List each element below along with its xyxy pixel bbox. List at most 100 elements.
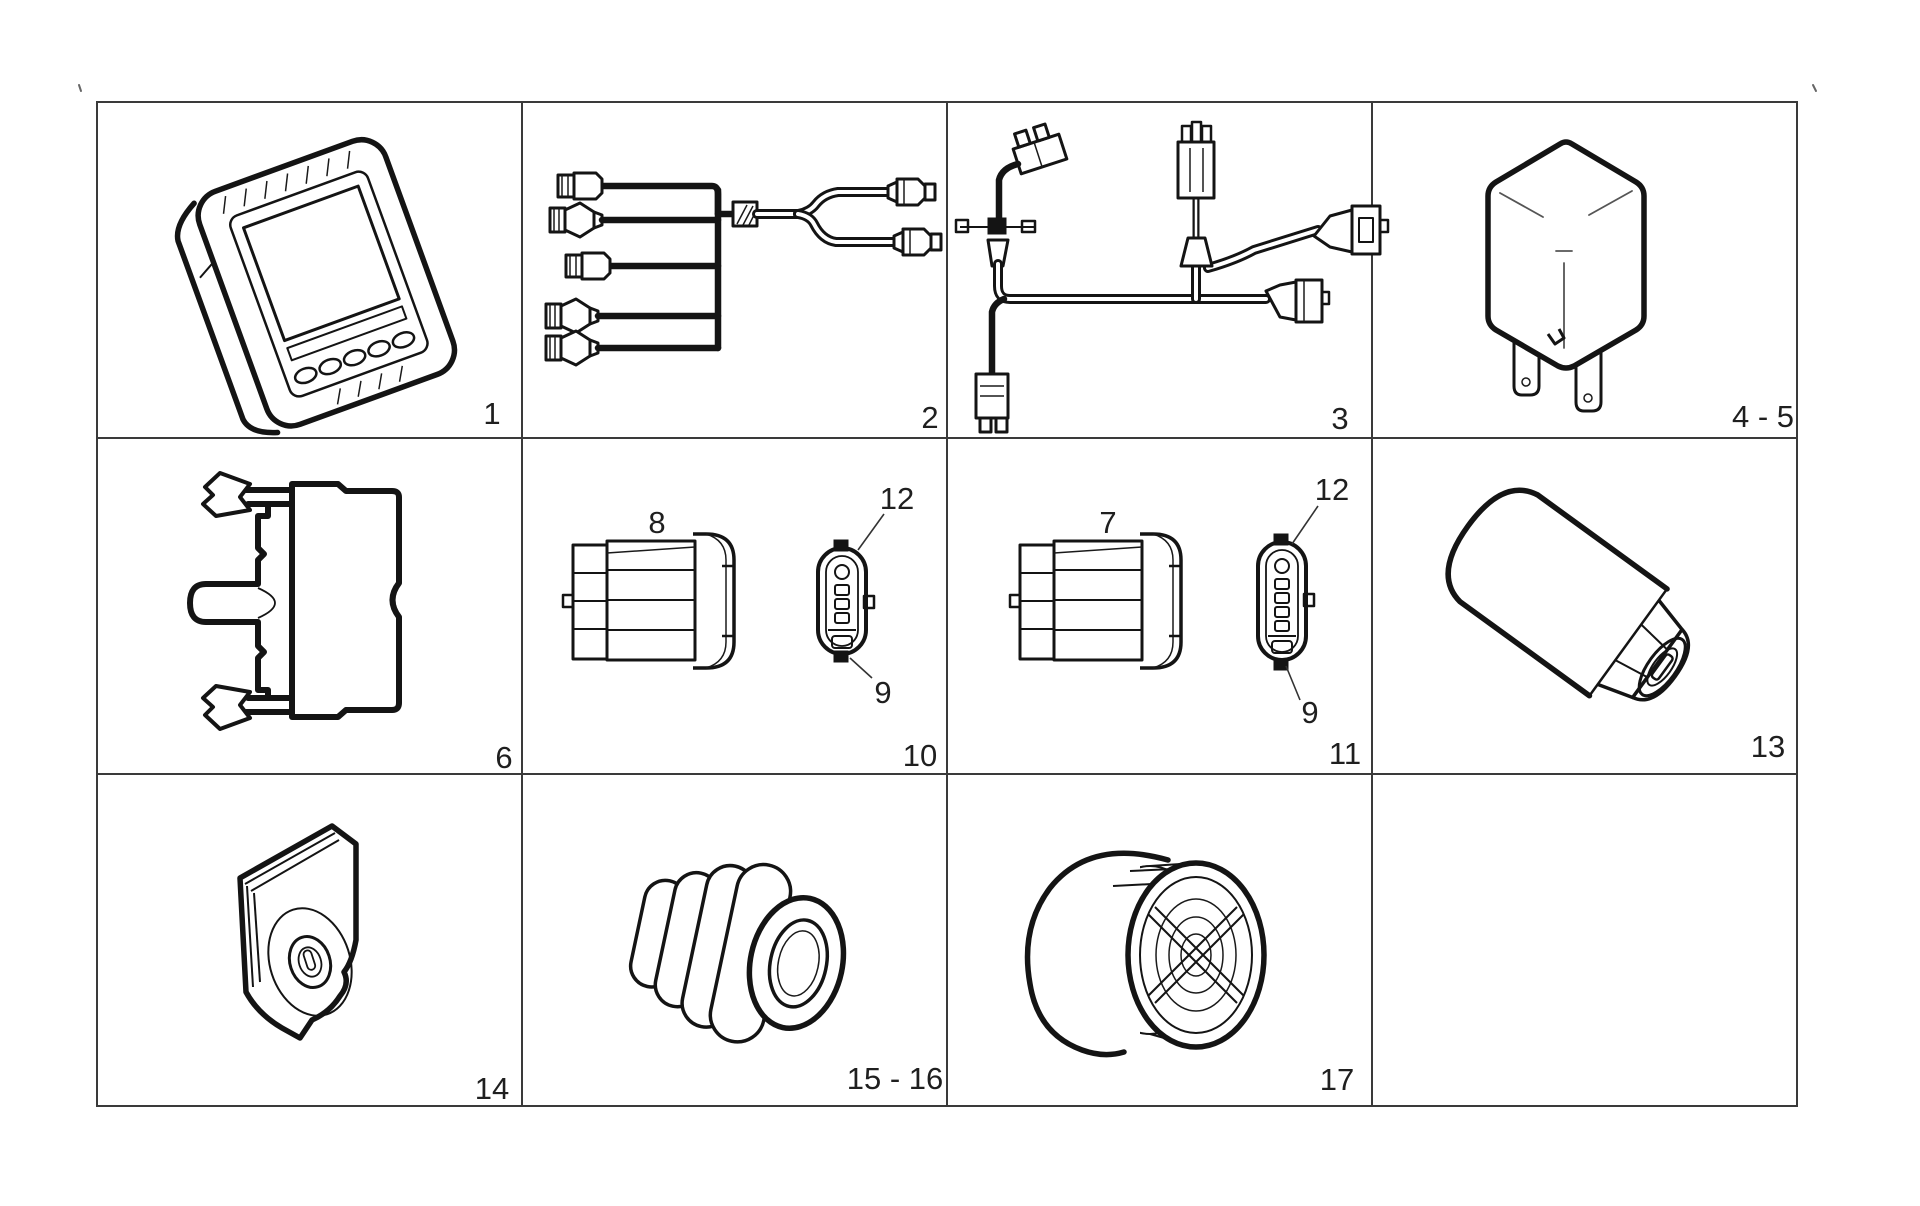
harness-trunk-cables: [993, 194, 1323, 304]
cover-face-boss: [267, 907, 353, 1017]
callout-number-9: 9: [1301, 695, 1318, 730]
cell-17-buzzer: 17: [1024, 850, 1354, 1097]
callout-number-9: 9: [874, 675, 891, 710]
terminal-hole: [1521, 377, 1531, 387]
cover-outline: [237, 823, 359, 1041]
item-number-17: 17: [1320, 1062, 1354, 1097]
pin-cavity: [831, 635, 853, 649]
seal-outer-body: [1256, 540, 1308, 662]
harness-plug: [556, 171, 604, 201]
pin-cavity: [1274, 592, 1290, 604]
pin-cavity: [834, 564, 850, 580]
callout-number-12: 12: [1315, 472, 1349, 507]
callout-number-12: 12: [880, 481, 914, 516]
item-number-6: 6: [495, 740, 512, 775]
harness-plug-top-middle: [1176, 120, 1216, 200]
page-registration-marks: [78, 84, 1817, 92]
seal-top-tab: [833, 539, 849, 552]
terminal-hole: [1583, 393, 1593, 403]
connector-seal-retainer: [816, 539, 876, 663]
harness-plug: [544, 297, 600, 335]
cell-13-cylinder-sensor: 13: [1445, 487, 1785, 764]
callout-leader-12: [857, 513, 885, 551]
parts-grid-table: [96, 101, 1798, 1107]
harness-plug: [564, 251, 612, 281]
relay-prongs: [1512, 334, 1603, 413]
callout-leader-9: [1285, 665, 1301, 701]
callout-number-8: 8: [648, 505, 665, 540]
cell-3-wiring-harness: 3: [954, 120, 1390, 436]
buzzer-dome-fill: [1027, 853, 1168, 1055]
cylinder-illustration: [1445, 487, 1691, 702]
item-number-15-16: 15 - 16: [847, 1061, 944, 1096]
cell-10-connector-set: 8 12 9 10: [561, 481, 937, 773]
seal-outer-body: [816, 546, 868, 656]
pin-cavity: [1274, 620, 1290, 632]
bracket-left-edge: [187, 501, 295, 701]
harness-plug-bottom-left: [974, 372, 1010, 434]
display-button: [367, 339, 391, 358]
grommet-illustration: [628, 862, 847, 1044]
bracket-arrow-tab: [201, 684, 252, 731]
cell-1-display-unit: 1: [174, 137, 501, 436]
cell-15-16-grommet: 15 - 16: [628, 862, 944, 1096]
display-front-bezel: [195, 137, 458, 429]
harness-plug-end: [1264, 278, 1331, 324]
hex-collar: [1597, 599, 1684, 700]
bracket-top-bar: [201, 471, 295, 518]
bracket-arrow-tab: [201, 471, 252, 518]
bezel-notch-line: [199, 261, 215, 279]
buzzer-inner-rim: [1139, 876, 1253, 1034]
buzzer-grille-arcs: [1155, 898, 1237, 1012]
pin-cavity: [1274, 606, 1290, 618]
harness-plug-right: [1312, 204, 1390, 256]
cover-layer-lines: [244, 832, 340, 988]
cell-14-cover-plate: 14: [237, 823, 509, 1106]
display-button: [318, 357, 343, 376]
key-slot: [1650, 653, 1674, 681]
tick-mark-top-right: [1812, 84, 1817, 92]
display-inner-frame: [229, 170, 429, 398]
display-button: [342, 348, 367, 367]
relay-body: [1485, 139, 1647, 371]
housing-flange: [1140, 532, 1183, 670]
harness-tape-wrap: [731, 200, 759, 228]
cylinder-body: [1445, 487, 1670, 699]
harness-wire: [988, 295, 1008, 378]
harness-plug: [544, 329, 600, 367]
harness-clamp: [954, 217, 1037, 235]
item-number-1: 1: [483, 396, 500, 431]
cell-2-wiring-harness: 2: [544, 171, 943, 435]
seal-top-tab: [1273, 533, 1289, 546]
connector-housing-7: [1008, 532, 1183, 670]
pin-cavity: [1274, 578, 1290, 590]
pin-cavity: [834, 612, 850, 624]
harness-wires: [594, 182, 737, 352]
relay-blade-terminal: [1574, 350, 1603, 413]
harness-plug: [886, 177, 937, 207]
harness-plug: [892, 227, 943, 257]
cell-11-connector-set: 7 12 9 11: [1008, 472, 1361, 771]
connector-seal-retainer: [1256, 533, 1316, 671]
seal-bottom-tab: [833, 650, 849, 663]
buzzer-dome: [1024, 850, 1171, 1058]
seal-side-tab: [862, 594, 876, 610]
keyhole-slot: [302, 949, 317, 971]
item-number-10: 10: [903, 738, 937, 773]
pin-cavity: [1271, 640, 1293, 654]
harness-wire: [598, 182, 722, 218]
bracket-bottom-bar: [201, 684, 295, 731]
item-number-2: 2: [921, 400, 938, 435]
buzzer-grille-cross: [1147, 906, 1245, 1004]
pin-cavity: [834, 584, 850, 596]
harness-plug: [548, 201, 604, 239]
front-face-ring: [1637, 636, 1687, 698]
tick-mark-top-left: [78, 84, 82, 92]
item-number-3: 3: [1331, 401, 1348, 436]
display-screen: [242, 184, 401, 343]
harness-trunk-cables: [752, 187, 899, 247]
front-face-ring: [1646, 647, 1679, 687]
seal-side-tab: [1302, 592, 1316, 608]
cell-6-mounting-bracket: 6: [187, 471, 513, 775]
